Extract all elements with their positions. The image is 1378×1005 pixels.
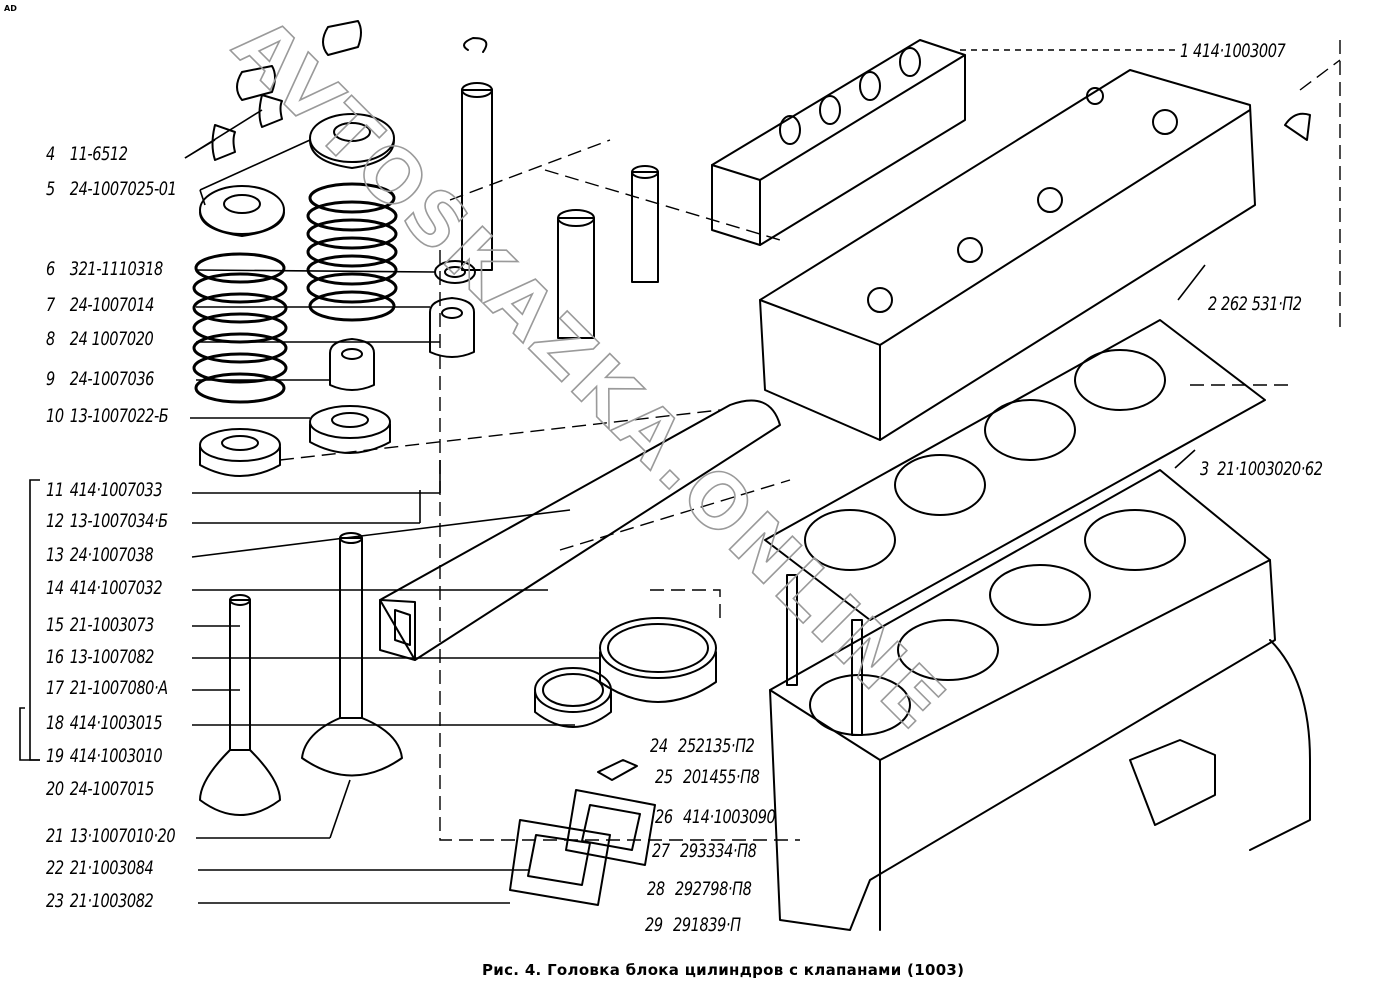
flange-gasket-part-22-23 xyxy=(509,759,656,906)
part-label: 26 414·1003090 xyxy=(655,806,776,828)
figure-caption: Рис. 4. Головка блока цилиндров с клапан… xyxy=(482,961,965,979)
cover-strip-part-14 xyxy=(379,399,781,661)
head-gasket-part-3 xyxy=(764,319,1266,621)
spring-retainer-part-5 xyxy=(199,113,395,237)
assembly-dashed-lines xyxy=(279,40,1341,841)
part-label: 3 21·1003020·62 xyxy=(1200,458,1323,480)
part-label: 25 201455·П8 xyxy=(655,766,760,788)
cylinder-head-part-2 xyxy=(759,69,1311,441)
spring-washer-part-10 xyxy=(199,405,391,477)
cylinder-head-cover-part-1 xyxy=(711,39,966,246)
valve-part-20-21 xyxy=(199,532,403,816)
part-label: 29 291839·П xyxy=(645,914,741,936)
leader-lines xyxy=(19,49,1206,904)
valve-guide-part-11-13 xyxy=(461,37,659,339)
valve-keeper-part-4 xyxy=(211,20,362,161)
part-label: 28 292798·П8 xyxy=(647,878,752,900)
stud-part-27-28 xyxy=(786,574,863,736)
valve-seat-part-16-17 xyxy=(534,617,717,728)
valve-spring-part-7-8 xyxy=(192,182,398,404)
corner-mark: AD xyxy=(4,4,17,13)
part-label: 2 262 531·П2 xyxy=(1208,293,1302,315)
cylinder-block xyxy=(769,469,1311,931)
part-label: 27 293334·П8 xyxy=(652,840,757,862)
part-label: 1 414·1003007 xyxy=(1180,40,1286,62)
part-label: 24 252135·П2 xyxy=(650,735,755,757)
